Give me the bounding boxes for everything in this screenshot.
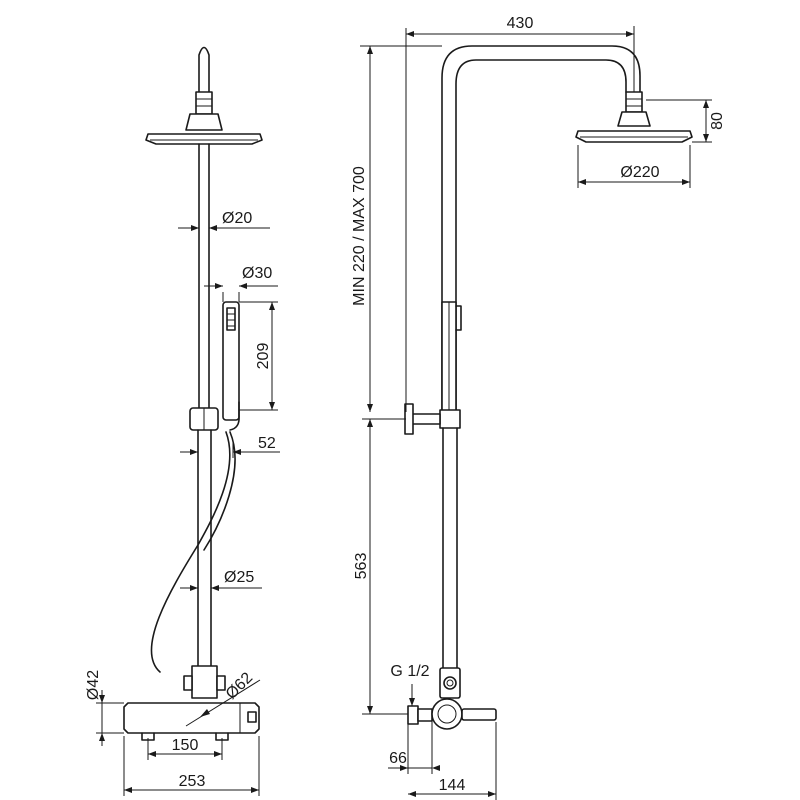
side-mixer-body	[431, 698, 463, 730]
front-hose	[150, 431, 231, 673]
dim-head-diameter: Ø220	[620, 164, 659, 181]
dim-handshower-length: 209	[255, 343, 272, 370]
side-eccentric	[417, 708, 433, 722]
dim-handshower-offset: 52	[258, 435, 276, 452]
front-connector-block	[191, 665, 218, 699]
side-slider-arm	[411, 413, 441, 425]
front-mixer-button	[247, 711, 257, 723]
front-shower-head	[145, 133, 263, 145]
dim-mixer-depth: 144	[439, 777, 466, 794]
side-slider	[439, 409, 461, 429]
dim-knob-diameter: Ø62	[223, 669, 256, 702]
side-handshower-nozzle	[455, 305, 462, 331]
side-head-collar	[617, 111, 651, 127]
dim-inlet-spacing: 150	[172, 737, 199, 754]
side-arm-inner	[455, 59, 627, 413]
side-arm-outer	[441, 45, 641, 413]
side-head-connector	[625, 91, 643, 113]
side-wall-plate	[407, 705, 419, 725]
front-handshower	[222, 301, 240, 421]
dim-rod-diameter: Ø20	[222, 210, 252, 227]
dim-head-height: 80	[709, 112, 726, 130]
front-handshower-tail	[229, 401, 240, 431]
side-dimensions: 430 80 Ø220 MIN 220 / MAX 700 563 G 1/2	[351, 15, 726, 800]
side-view	[404, 45, 693, 730]
front-connector-nut-right	[216, 675, 226, 691]
dim-arm-reach: 430	[507, 15, 534, 32]
dim-wall-offset: 66	[389, 750, 407, 767]
dim-thread: G 1/2	[390, 663, 429, 680]
front-head-connector	[195, 91, 213, 115]
front-view	[123, 46, 263, 741]
front-top-riser	[198, 46, 210, 96]
dim-handshower-diameter: Ø30	[242, 265, 272, 282]
front-head-collar	[185, 113, 223, 131]
front-mixer-body	[123, 702, 260, 734]
front-connector-nut-left	[183, 675, 193, 691]
front-handshower-nozzle	[226, 307, 236, 331]
front-dimensions: Ø20 Ø30 209 52 Ø25 Ø42	[85, 210, 280, 796]
dim-mixer-width: 253	[179, 773, 206, 790]
side-mixer-handle	[461, 708, 497, 721]
side-connector-screw	[443, 676, 457, 690]
dim-mixer-height: Ø42	[85, 670, 102, 700]
dim-lower-height: 563	[353, 553, 370, 580]
dim-adjustable-height: MIN 220 / MAX 700	[351, 166, 368, 306]
dim-lower-rod-diameter: Ø25	[224, 569, 254, 586]
